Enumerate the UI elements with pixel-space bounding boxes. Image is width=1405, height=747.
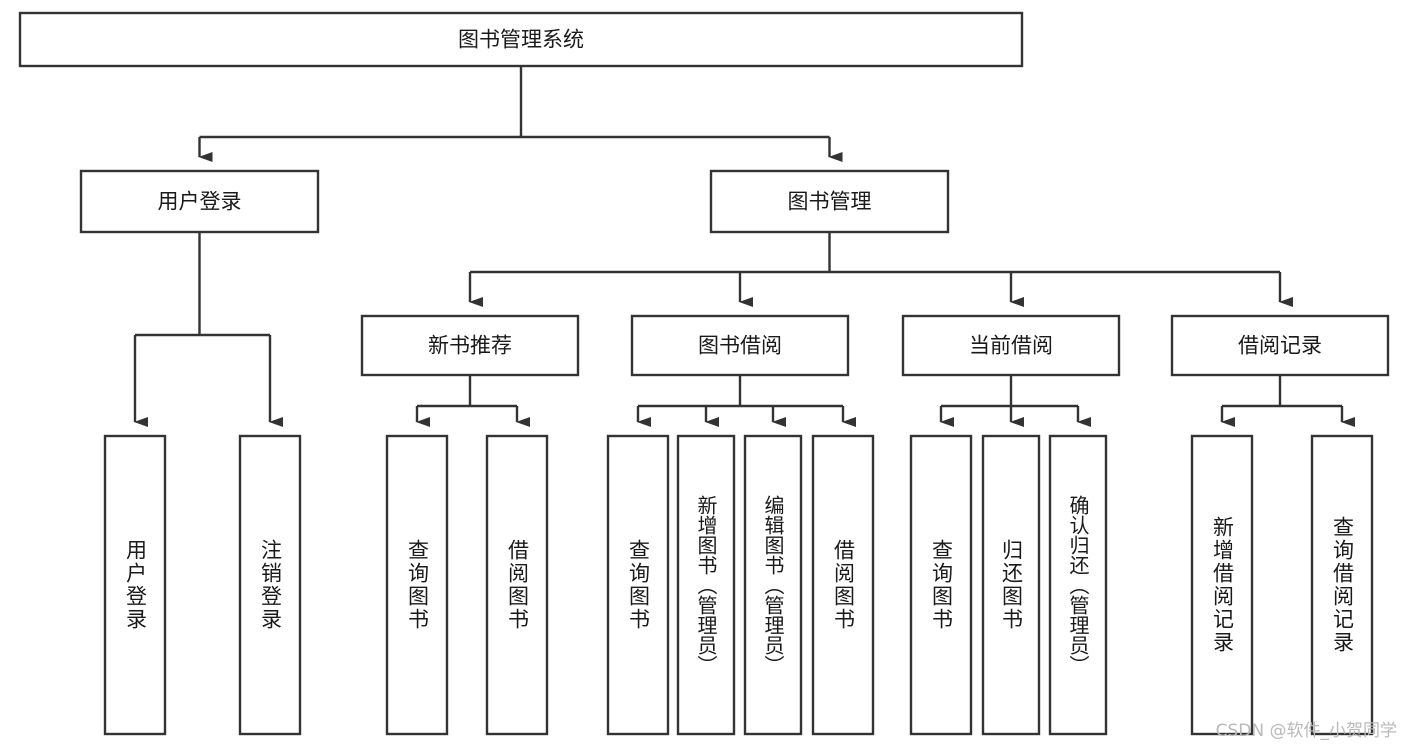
node-leaf-query-book-current-label: 查询图书 — [929, 539, 954, 631]
node-user-login-label: 用户登录 — [158, 190, 242, 214]
node-book-borrow[interactable] — [630, 314, 850, 377]
node-leaf-add-borrow-record[interactable] — [1190, 434, 1254, 736]
node-book-borrow-label: 图书借阅 — [698, 334, 782, 358]
node-leaf-query-book-recommend[interactable] — [385, 434, 449, 736]
node-new-book-recommend-label: 新书推荐 — [428, 334, 512, 358]
node-leaf-borrow-book-recommend-label: 借阅图书 — [505, 539, 530, 631]
node-leaf-edit-book[interactable] — [743, 434, 803, 736]
csdn-watermark: CSDN @软件_小贺同学 — [1215, 721, 1397, 741]
node-leaf-query-borrow-record-label: 查询借阅记录 — [1330, 516, 1355, 654]
node-leaf-borrow-book-label: 借阅图书 — [831, 539, 856, 631]
node-current-borrow[interactable] — [901, 314, 1121, 377]
edge-layer — [133, 66, 1355, 427]
node-leaf-add-book[interactable] — [676, 434, 736, 736]
node-leaf-query-book-current[interactable] — [909, 434, 973, 736]
node-user-login[interactable] — [79, 169, 320, 234]
node-leaf-confirm-return[interactable] — [1048, 434, 1108, 736]
node-borrow-record[interactable] — [1170, 314, 1390, 377]
node-leaf-add-borrow-record-label: 新增借阅记录 — [1210, 516, 1235, 654]
node-leaf-query-borrow-record[interactable] — [1310, 434, 1374, 736]
node-leaf-confirm-return-label: 确认归还（管理员） — [1066, 495, 1090, 675]
node-leaf-add-book-label: 新增图书（管理员） — [694, 495, 718, 675]
node-leaf-edit-book-label: 编辑图书（管理员） — [761, 495, 785, 675]
node-leaf-return-book[interactable] — [981, 434, 1041, 736]
node-book-manage-label: 图书管理 — [788, 190, 872, 214]
node-book-manage[interactable] — [709, 169, 950, 234]
node-leaf-query-book-recommend-label: 查询图书 — [405, 539, 430, 631]
node-leaf-return-book-label: 归还图书 — [999, 539, 1024, 631]
node-root[interactable] — [18, 11, 1024, 68]
node-leaf-logout-login[interactable] — [238, 434, 302, 736]
node-leaf-query-book-borrow[interactable] — [606, 434, 670, 736]
node-leaf-borrow-book-recommend[interactable] — [485, 434, 549, 736]
node-current-borrow-label: 当前借阅 — [969, 334, 1053, 358]
node-borrow-record-label: 借阅记录 — [1238, 334, 1322, 358]
node-new-book-recommend[interactable] — [360, 314, 580, 377]
node-root-label: 图书管理系统 — [458, 28, 584, 52]
node-leaf-user-login[interactable] — [103, 434, 167, 736]
node-leaf-query-book-borrow-label: 查询图书 — [626, 539, 651, 631]
node-leaf-logout-login-label: 注销登录 — [258, 539, 283, 631]
node-leaf-borrow-book[interactable] — [811, 434, 875, 736]
node-leaf-user-login-label: 用户登录 — [123, 539, 148, 631]
